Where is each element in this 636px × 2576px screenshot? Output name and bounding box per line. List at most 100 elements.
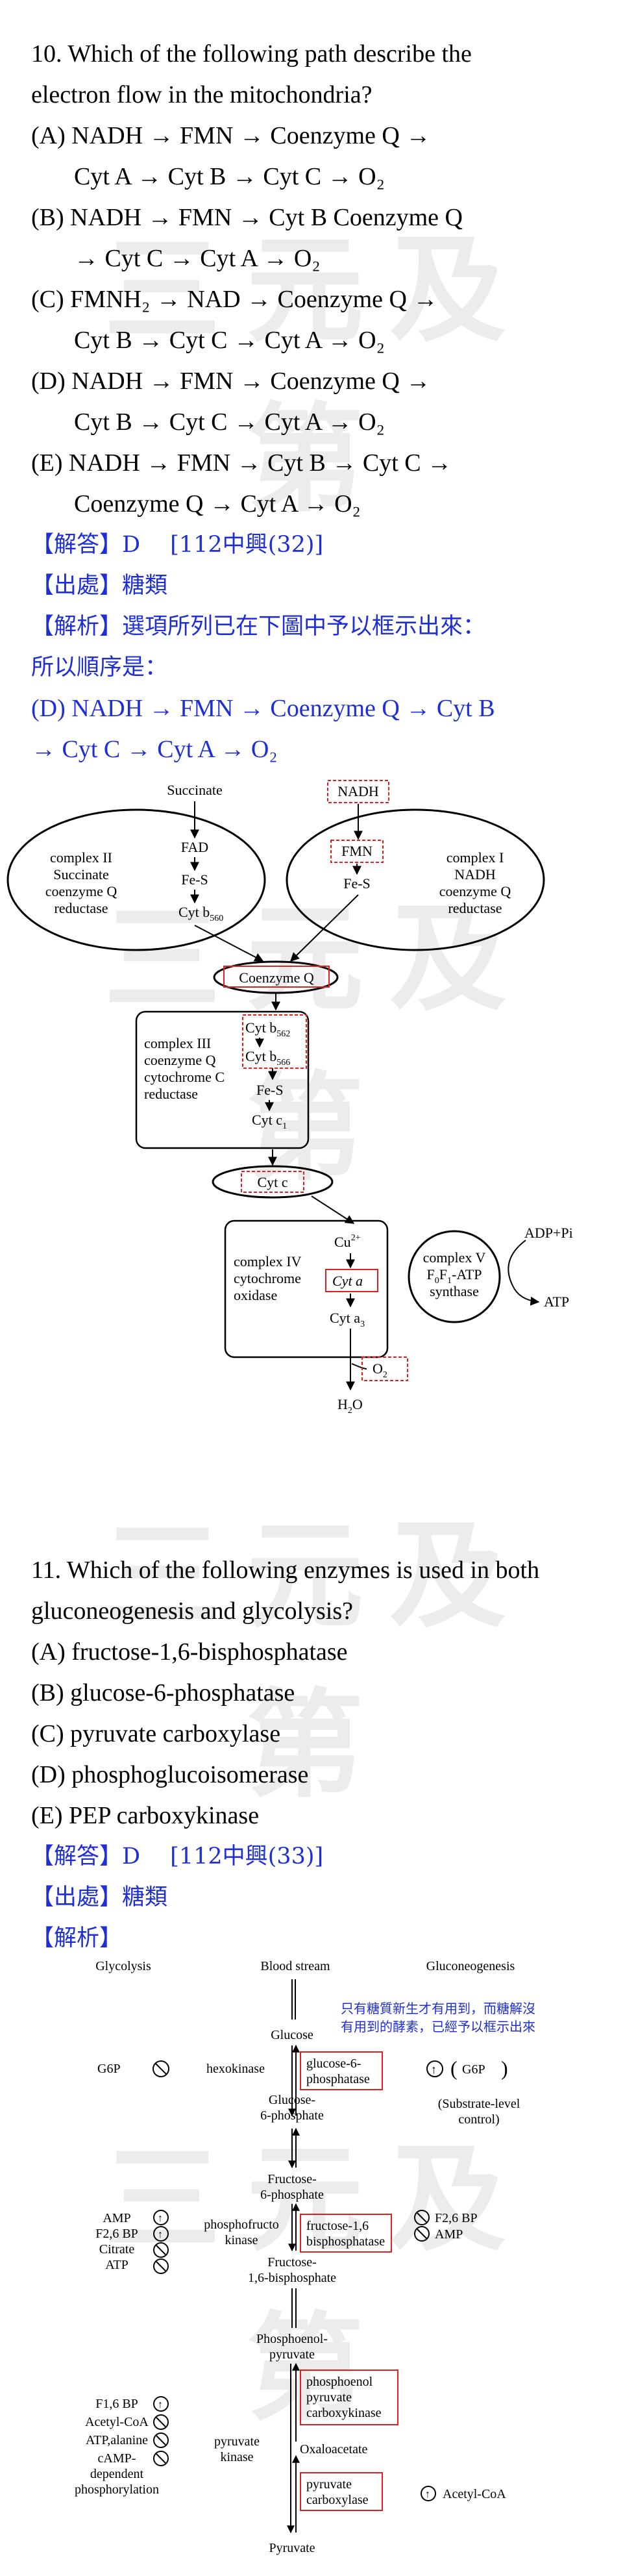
answer: 【解答】D [112中興(33)] [31,1844,324,1869]
option-e-cont: Coenzyme Q → Cyt A → O₂ [74,490,361,518]
complex-ii-label: reductase [54,900,108,916]
complex-iii-label: reductase [144,1086,198,1102]
pepck-label: carboxykinase [306,2406,382,2420]
fbpase-highlight [300,2214,392,2253]
fmn-highlight [330,840,384,863]
fmn-label: FMN [341,843,373,859]
option-b: (B) glucose-6-phosphatase [31,1679,295,1707]
regulator-label: Acetyl-CoA [85,2415,149,2429]
glycolysis-gluconeogenesis-diagram: Glycolysis Blood stream Gluconeogenesis … [75,1959,535,2555]
complex-ii [6,808,266,951]
complex-iv-label: oxidase [234,1287,277,1303]
watermark: 三元及第 [103,223,532,528]
fructose6p-label: 6-phosphate [260,2188,324,2202]
regulator-label: F2,6 BP [435,2211,478,2225]
option-c: (C) FMNH₂ → NAD → Coenzyme Q → [31,286,438,313]
fes-label: Fe-S [343,875,371,892]
complex-iii [135,1010,310,1149]
svg-text:↑: ↑ [158,2213,163,2224]
option-c: (C) pyruvate carboxylase [31,1720,281,1747]
complex-v-label: synthase [430,1283,479,1299]
complex-iv-label: cytochrome [234,1270,301,1286]
pfk-label: kinase [225,2233,258,2247]
regulator-label: Acetyl-CoA [443,2487,506,2501]
adp-label: ADP+Pi [524,1225,573,1241]
watermark: 三元及第 [103,1508,532,1814]
g6pase-label: phosphatase [306,2072,370,2086]
regulator-label: phosphorylation [75,2482,159,2497]
option-b: (B) NADH → FMN → Cyt B Coenzyme Q [31,204,463,231]
regulator-label: Citrate [99,2242,135,2257]
succinate-label: Succinate [167,782,223,798]
explanation-path: → Cyt C → Cyt A → O₂ [31,736,278,763]
fad-label: FAD [181,839,208,855]
g6p-left-label: G6P [97,2062,121,2076]
header-blood-stream: Blood stream [260,1959,330,1973]
g6pase-label: glucose-6- [306,2057,361,2071]
electron-transport-diagram: Succinate NADH complex II Succinate coen… [6,780,573,1416]
complex-v-label: complex V [423,1249,486,1266]
cytb-highlight [242,1014,307,1069]
note-text: 只有糖質新生才有用到，而糖解沒 [341,2001,535,2016]
svg-text:↑: ↑ [425,2489,430,2500]
svg-text:↑: ↑ [158,2229,163,2240]
pepck-label: phosphoenol [306,2375,373,2389]
complex-ii-label: coenzyme Q [45,883,117,899]
pepck-highlight [300,2370,398,2425]
coenzyme-q [213,960,339,994]
note-text: 有用到的酵素，已經予以框示出來 [341,2020,535,2034]
explanation: 【解析】選項所列已在下圖中予以框示出來： [31,614,486,640]
complex-i-label: reductase [448,900,502,916]
f16bp-label: Fructose- [267,2255,317,2270]
cyt-b562-label: Cyt b562 [245,1019,290,1039]
coq-highlight [223,966,330,988]
complex-iv-label: complex IV [234,1253,302,1269]
svg-text:(: ( [450,2057,458,2080]
option-d-cont: Cyt B → Cyt C → Cyt A → O₂ [74,408,385,436]
regulator-label: ATP,alanine [86,2433,148,2447]
pfk-label: phosphofructo [204,2218,279,2232]
regulator-label: dependent [90,2467,144,2481]
option-e: (E) PEP carboxykinase [31,1802,260,1829]
option-a: (A) NADH → FMN → Coenzyme Q → [31,122,431,149]
complex-i [286,808,545,951]
question-stem: gluconeogenesis and glycolysis? [31,1597,354,1625]
watermark: 三元及第 [103,2132,532,2437]
fes-label: Fe-S [181,871,208,888]
option-c-cont: Cyt B → Cyt C → Cyt A → O₂ [74,327,385,354]
source: 【出處】糖類 [31,573,168,599]
atp-label: ATP [544,1294,569,1310]
question-stem: electron flow in the mitochondria? [31,81,373,108]
option-d: (D) NADH → FMN → Coenzyme Q → [31,368,431,395]
pk-label: kinase [220,2450,253,2464]
pep-label: pyruvate [269,2347,315,2362]
option-a: (A) fructose-1,6-bisphosphatase [31,1638,348,1666]
header-gluconeogenesis: Gluconeogenesis [426,1959,515,1973]
h2o-label: H2O [337,1396,363,1416]
substrate-control-label: control) [458,2112,499,2127]
watermark: 三元及第 [103,892,532,1197]
fbpase-label: bisphosphatase [306,2234,385,2249]
cyt-b566-label: Cyt b566 [245,1048,290,1068]
cyt-b560-label: Cyt b560 [178,904,223,923]
option-b-cont: → Cyt C → Cyt A → O₂ [74,245,321,272]
explanation-path: (D) NADH → FMN → Coenzyme Q → Cyt B [31,695,495,722]
cyt-c1-label: Cyt c1 [252,1112,287,1131]
cyta-highlight [325,1269,378,1292]
pc-label: carboxylase [306,2493,369,2507]
cytc-highlight [241,1171,304,1193]
option-a-cont: Cyt A → Cyt B → Cyt C → O₂ [74,163,385,190]
complex-iv [224,1219,389,1358]
explanation: 所以順序是： [31,655,168,681]
pk-label: pyruvate [214,2434,260,2449]
cyt-a-label: Cyt a [332,1273,363,1289]
cyt-c [212,1165,334,1199]
f16bp-label: 1,6-bisphosphate [248,2271,336,2285]
fructose6p-label: Fructose- [267,2172,317,2186]
header-glycolysis: Glycolysis [95,1959,151,1973]
nadh-label: NADH [337,783,379,799]
svg-text:↑: ↑ [431,2063,437,2076]
complex-ii-label: Succinate [53,866,109,882]
question-11: 11. Which of the following enzymes is us… [31,1550,615,1959]
question-10: 10. Which of the following path describe… [31,34,615,770]
